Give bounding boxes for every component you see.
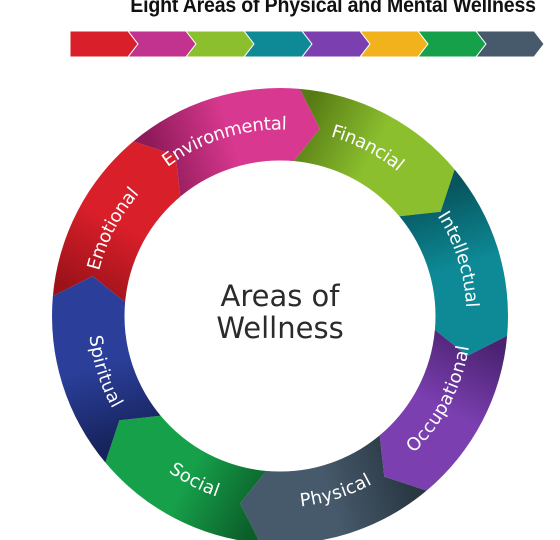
center-disc <box>133 169 427 463</box>
center-title-line2: Wellness <box>216 311 343 345</box>
wheel-segment-emotional <box>52 141 181 303</box>
inner-gap-ring <box>124 160 436 472</box>
wheel-segments <box>52 88 508 540</box>
arrow-strip-chevron <box>474 30 545 58</box>
color-arrow-strip <box>69 30 545 58</box>
wheel-segment-financial <box>293 88 455 217</box>
wheel-segment-occupational <box>379 329 508 491</box>
wheel-segment-physical <box>240 434 427 540</box>
wheel-segment-social <box>105 415 267 540</box>
wheel-segment-environmental <box>133 88 320 198</box>
page-title: Eight Areas of Physical and Mental Welln… <box>130 0 536 17</box>
center-title-line1: Areas of <box>220 279 340 313</box>
wheel-segment-spiritual <box>52 276 162 463</box>
wheel-segment-intellectual <box>398 169 508 356</box>
